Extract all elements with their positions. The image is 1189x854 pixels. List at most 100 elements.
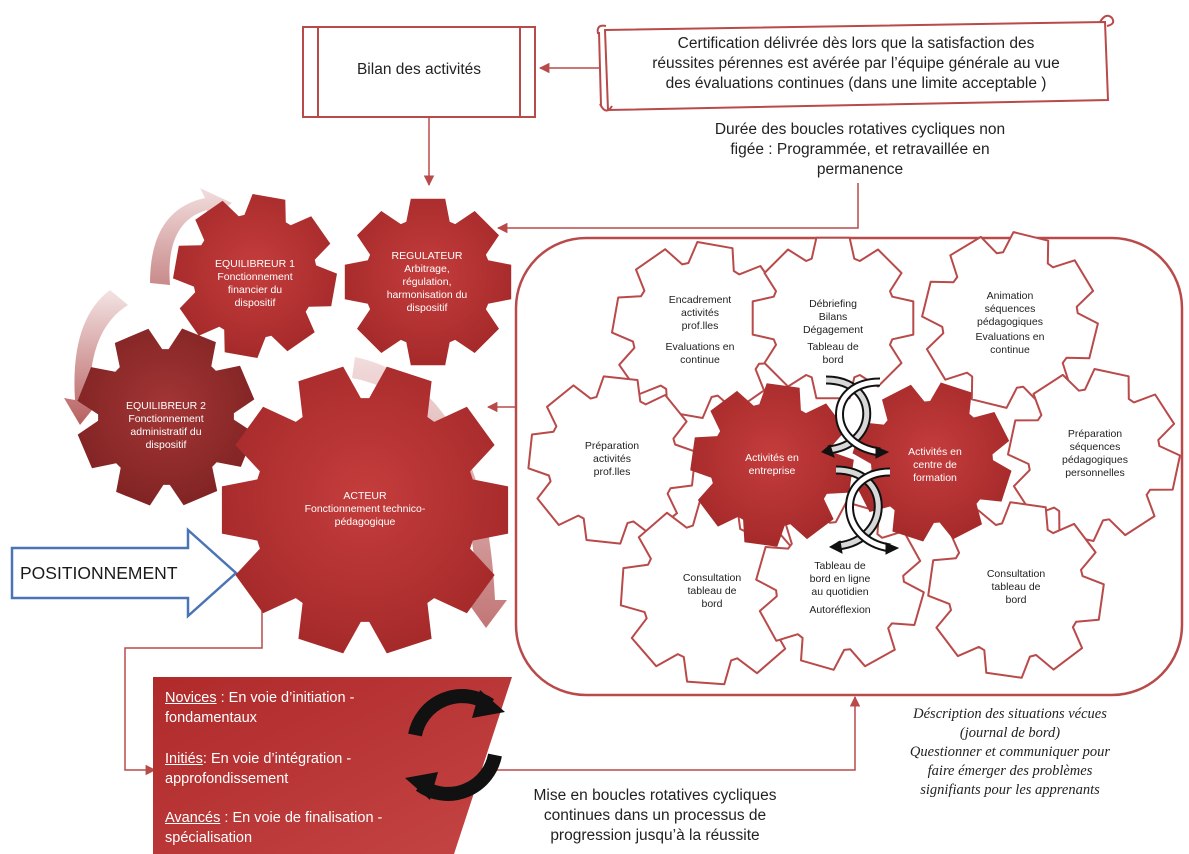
encadrement-line-5: Evaluations en <box>665 341 735 353</box>
certification-line-2: réussites pérennes est avérée par l’équi… <box>652 55 1060 72</box>
equilibreur2-title: EQUILIBREUR 2 <box>126 400 206 412</box>
act-entreprise-line-1: Activités en <box>745 452 799 464</box>
activites-centre-label: Activités en centre de formation <box>885 446 985 485</box>
equilibreur2-line-2: administratif du <box>130 426 202 438</box>
mise-en-boucles-text: Mise en boucles rotatives cycliques cont… <box>490 786 820 846</box>
acteur-title: ACTEUR <box>343 490 387 502</box>
preparation-sequences-label: Préparation séquences pédagogiques perso… <box>1040 428 1150 480</box>
activites-entreprise-label: Activités en entreprise <box>722 452 822 478</box>
bilan-box <box>302 26 536 118</box>
level-novices-line2: fondamentaux <box>165 710 257 726</box>
prep-seq-line-3: pédagogiques <box>1062 454 1128 466</box>
acteur-line-2: pédagogique <box>334 516 396 528</box>
preparation-sequences-gear <box>1007 368 1181 542</box>
animation-line-1: Animation <box>986 290 1034 302</box>
consult-right-line-1: Consultation <box>986 568 1046 580</box>
animation-line-3: pédagogiques <box>977 316 1043 328</box>
debriefing-label: Débriefing Bilans Dégagement Tableau de … <box>783 298 883 367</box>
act-centre-line-2: centre de <box>913 459 957 471</box>
mise-line-1: Mise en boucles rotatives cycliques <box>533 787 777 804</box>
acteur-label: ACTEUR Fonctionnement technico- pédagogi… <box>285 490 445 529</box>
regulateur-title: REGULATEUR <box>391 250 463 262</box>
desc-line-2: (journal de bord) <box>959 725 1061 741</box>
level-inities-rest: : En voie d’intégration - <box>202 751 352 767</box>
regulateur-gear <box>344 198 512 366</box>
level-avances-name: Avancés <box>165 810 221 826</box>
mise-line-2: continues dans un processus de <box>543 807 767 824</box>
encadrement-spacer <box>650 333 750 341</box>
debriefing-gear <box>751 236 915 400</box>
equilibreur1-label: EQUILIBREUR 1 Fonctionnement financier d… <box>200 258 310 310</box>
level-inities: Initiés: En voie d’intégration - approfo… <box>165 749 351 789</box>
animation-line-5: continue <box>990 344 1030 356</box>
prep-act-line-3: prof.lles <box>593 466 631 478</box>
description-text: Déscription des situations vécues (journ… <box>860 705 1160 800</box>
act-entreprise-line-2: entreprise <box>748 465 796 477</box>
encadrement-line-6: continue <box>680 354 720 366</box>
consultation-left-label: Consultation tableau de bord <box>662 572 762 611</box>
consultation-left-gear <box>619 500 805 686</box>
helix-arrowhead-lower-left-icon <box>828 540 843 554</box>
equilibreur2-line-3: dispositif <box>145 439 187 451</box>
certification-scroll <box>596 14 1115 112</box>
cycle-icon <box>405 689 505 801</box>
act-centre-line-3: formation <box>913 472 957 484</box>
tableau-ligne-line-3: au quotidien <box>811 586 869 598</box>
helix-lower-left-inner <box>835 467 881 549</box>
encadrement-gear <box>611 241 789 419</box>
helix-upper-right-inner <box>837 379 881 455</box>
act-centre-line-1: Activités en <box>908 446 962 458</box>
tableau-ligne-label: Tableau de bord en ligne au quotidien Au… <box>790 560 890 617</box>
animation-line-2: séquences <box>984 303 1036 315</box>
consult-left-line-2: tableau de <box>687 585 737 597</box>
level-avances-rest: : En voie de finalisation - <box>220 810 383 826</box>
helix-arrowhead-lower-right-icon <box>885 542 900 555</box>
equilibreur1-line-1: Fonctionnement <box>217 271 293 283</box>
level-novices-name: Novices <box>165 690 217 706</box>
consult-left-line-1: Consultation <box>682 572 742 584</box>
debriefing-line-5: bord <box>822 354 844 366</box>
consultation-right-label: Consultation tableau de bord <box>966 568 1066 607</box>
equilibreur2-line-1: Fonctionnement <box>128 413 204 425</box>
duree-text: Durée des boucles rotatives cycliques no… <box>660 120 1060 180</box>
encadrement-label: Encadrement activités prof.lles Evaluati… <box>650 294 750 367</box>
certification-line-3: des évaluations continues (dans une limi… <box>665 75 1047 92</box>
consult-left-line-3: bord <box>701 598 723 610</box>
prep-seq-line-4: personnelles <box>1065 467 1125 479</box>
mise-line-3: progression jusqu’à la réussite <box>550 827 760 844</box>
regulateur-line-2: régulation, <box>402 276 452 288</box>
regulateur-line-1: Arbitrage, <box>404 263 450 275</box>
regulateur-label: REGULATEUR Arbitrage, régulation, harmon… <box>362 250 492 315</box>
certification-text: Certification délivrée dès lors que la s… <box>610 34 1102 94</box>
helix-arrowhead-right-icon <box>875 446 890 459</box>
helix-arrowhead-left-icon <box>821 444 835 458</box>
encadrement-line-1: Encadrement <box>668 294 732 306</box>
regulateur-line-4: dispositif <box>406 302 448 314</box>
encadrement-line-2: activités <box>681 307 719 319</box>
tableau-ligne-line-4: Autoréflexion <box>809 604 871 616</box>
preparation-activites-label: Préparation activités prof.lles <box>562 440 662 479</box>
helix-lower-right-inner <box>847 469 891 551</box>
positionnement-arrow <box>10 527 238 619</box>
connectors <box>124 62 861 776</box>
animation-line-4: Evaluations en <box>975 331 1045 343</box>
equilibreur1-line-3: dispositif <box>234 297 276 309</box>
level-novices-rest: : En voie d’initiation - <box>216 690 355 706</box>
desc-line-1: Déscription des situations vécues <box>913 706 1107 722</box>
certification-line-1: Certification délivrée dès lors que la s… <box>677 35 1035 52</box>
debriefing-line-2: Bilans <box>818 311 848 323</box>
debriefing-line-3: Dégagement <box>802 324 864 336</box>
equilibreur2-gear <box>77 328 255 506</box>
prep-act-line-2: activités <box>593 453 631 465</box>
consult-right-line-2: tableau de <box>991 581 1041 593</box>
helix-upper-left-inner <box>825 377 870 453</box>
level-avances: Avancés : En voie de finalisation - spéc… <box>165 808 382 848</box>
duree-line-1: Durée des boucles rotatives cycliques no… <box>714 121 1006 138</box>
acteur-line-1: Fonctionnement technico- <box>304 503 426 515</box>
equilibreur1-title: EQUILIBREUR 1 <box>215 258 295 270</box>
debriefing-line-4: Tableau de <box>807 341 859 353</box>
acteur-gear <box>221 366 509 654</box>
tableau-ligne-line-1: Tableau de <box>814 560 866 572</box>
positionnement-label: POSITIONNEMENT <box>20 563 178 583</box>
